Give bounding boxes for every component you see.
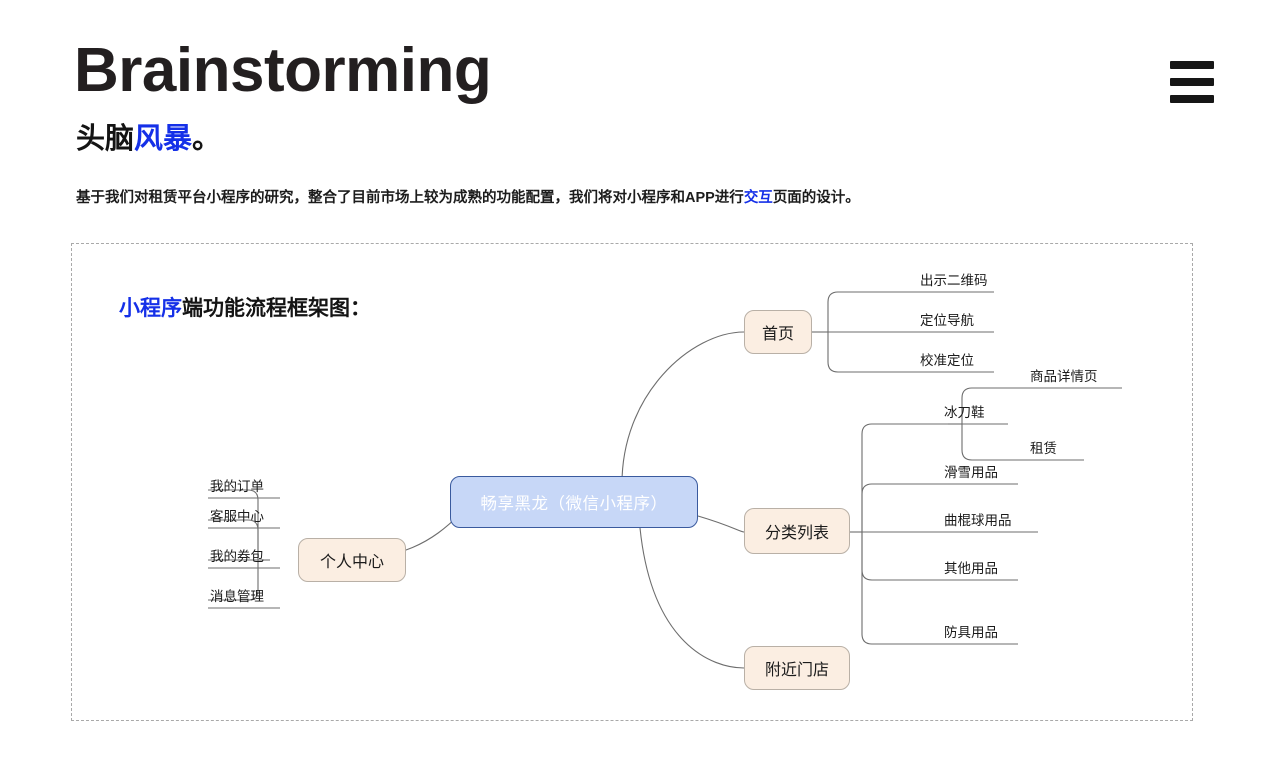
- description-part-2: 页面的设计。: [772, 190, 860, 206]
- section-title-rest: 端功能流程框架图：: [182, 297, 371, 320]
- connector-skate-child-1: [961, 424, 1034, 461]
- mindmap-branch-profile[interactable]: 个人中心: [298, 538, 406, 582]
- connector-root-home: [621, 331, 745, 489]
- diagram-section-title: 小程序端功能流程框架图：: [119, 292, 371, 322]
- hamburger-menu-icon[interactable]: [1170, 58, 1218, 106]
- mindmap-branch-nearby[interactable]: 附近门店: [744, 646, 850, 690]
- section-title-accent: 小程序: [119, 297, 182, 320]
- page-description: 基于我们对租赁平台小程序的研究，整合了目前市场上较为成熟的功能配置，我们将对小程…: [76, 186, 860, 207]
- mindmap-leaf-category-2[interactable]: 曲棍球用品: [944, 513, 1012, 528]
- connector-category-child-3: [861, 532, 948, 581]
- connector-category-child-1: [861, 483, 948, 532]
- connector-skate-child-0: [961, 387, 1034, 424]
- description-accent-link[interactable]: 交互: [743, 190, 773, 206]
- connector-root-category: [697, 515, 745, 533]
- mindmap-leaf-home-2[interactable]: 校准定位: [920, 353, 974, 368]
- subtitle-part-1: 头脑: [76, 123, 135, 155]
- connector-category-child-0: [861, 423, 948, 532]
- mindmap-leaf-category-3[interactable]: 其他用品: [944, 561, 998, 576]
- description-part-1: 基于我们对租赁平台小程序的研究，整合了目前市场上较为成熟的功能配置，我们将对小程…: [76, 190, 744, 206]
- menu-bar-top: [1170, 61, 1214, 69]
- mindmap-leaf-home-1[interactable]: 定位导航: [920, 313, 974, 328]
- mindmap-leaf-category-0[interactable]: 冰刀鞋: [944, 405, 985, 420]
- mindmap-branch-category[interactable]: 分类列表: [744, 508, 850, 554]
- mindmap: 畅享黑龙（微信小程序） 首页 分类列表 附近门店 个人中心 出示二维码 定位导航…: [72, 244, 1194, 722]
- subtitle-part-2: 。: [192, 123, 222, 155]
- connector-category-child-4: [861, 532, 948, 645]
- page-header: Brainstorming 头脑风暴。 基于我们对租赁平台小程序的研究，整合了目…: [0, 0, 1280, 230]
- subtitle-accent: 风暴: [134, 123, 193, 155]
- page-subtitle: 头脑风暴。: [76, 123, 222, 156]
- mindmap-root-node[interactable]: 畅享黑龙（微信小程序）: [450, 476, 698, 528]
- connector-profile-child-3: [208, 560, 259, 601]
- page-title: Brainstorming: [74, 36, 492, 105]
- mindmap-leaf-category-1[interactable]: 滑雪用品: [944, 465, 998, 480]
- diagram-canvas: 小程序端功能流程框架图：: [71, 243, 1193, 721]
- mindmap-branch-home[interactable]: 首页: [744, 310, 812, 354]
- mindmap-leaf-profile-0[interactable]: 我的订单: [210, 479, 264, 494]
- connector-profile-child-1: [208, 519, 259, 560]
- connector-home-child-2: [827, 332, 924, 373]
- mindmap-leaf-profile-3[interactable]: 消息管理: [210, 589, 264, 604]
- mindmap-leaf-home-0[interactable]: 出示二维码: [920, 273, 988, 288]
- menu-bar-bottom: [1170, 95, 1214, 103]
- mindmap-leaf-skate-0[interactable]: 商品详情页: [1030, 369, 1098, 384]
- mindmap-leaf-profile-1[interactable]: 客服中心: [210, 509, 264, 524]
- mindmap-leaf-skate-1[interactable]: 租赁: [1030, 441, 1057, 456]
- mindmap-connectors: [208, 291, 1122, 669]
- connector-home-child-0: [827, 291, 924, 332]
- menu-bar-middle: [1170, 78, 1214, 86]
- mindmap-leaf-profile-2[interactable]: 我的券包: [210, 549, 264, 564]
- connector-profile-child-0: [208, 489, 259, 560]
- mindmap-leaf-category-4[interactable]: 防具用品: [944, 625, 998, 640]
- connector-root-nearby: [639, 527, 745, 669]
